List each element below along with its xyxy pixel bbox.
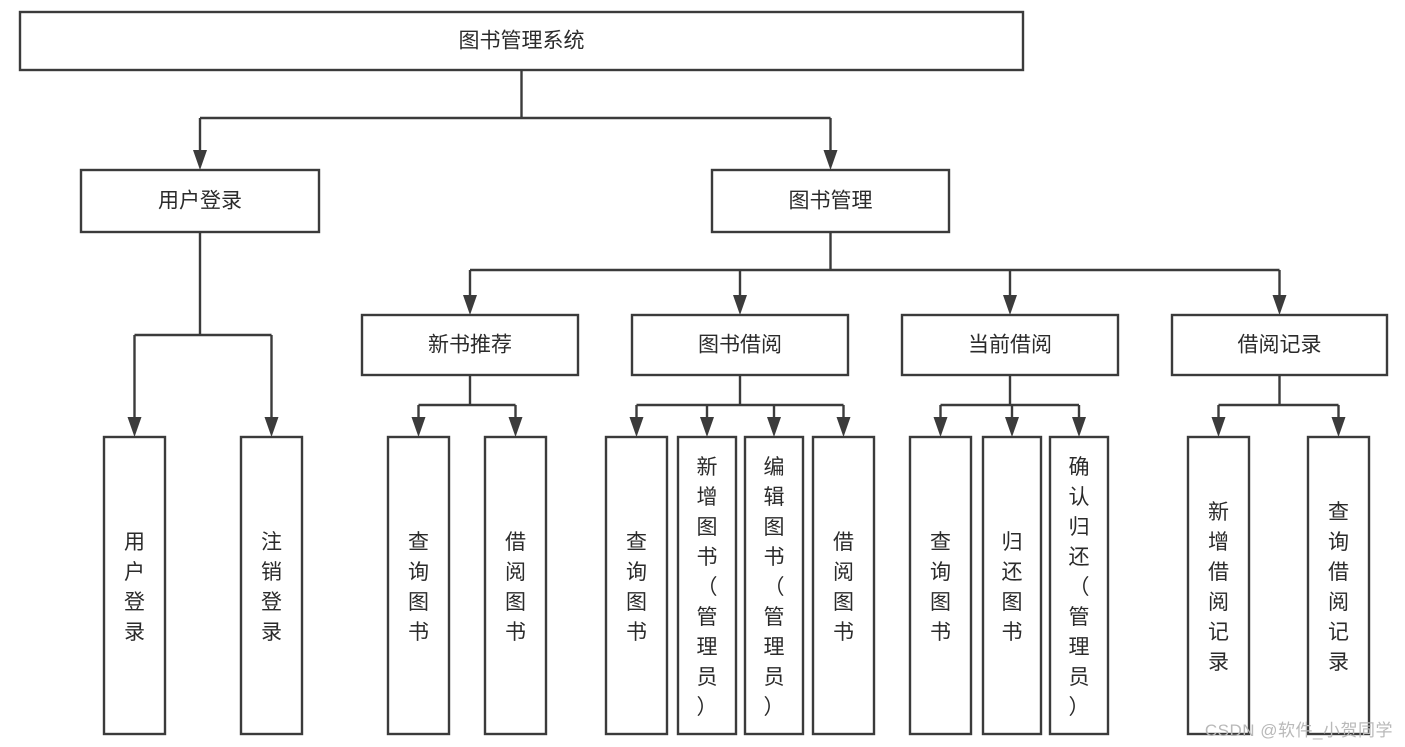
node-box [743,435,805,736]
node-leaf-新增借阅记录[interactable]: 新增借阅记录 [1186,435,1251,736]
node-box [1186,435,1251,736]
node-leaf-归还图书[interactable]: 归还图书 [981,435,1043,736]
node-box [630,313,850,377]
node-leaf-查询图书[interactable]: 查询图书 [386,435,451,736]
node-box [604,435,669,736]
node-leaf-编辑图书管理员[interactable]: 编辑图书（管理员） [743,435,805,736]
node-label: 图书管理系统 [459,30,585,53]
arrow-head-icon [127,417,142,437]
connectors-layer [127,70,1346,437]
node-leaf-借阅图书[interactable]: 借阅图书 [483,435,548,736]
node-level3-当前借阅[interactable]: 当前借阅 [900,313,1120,377]
connector-tushujieyue-to-leaves [629,375,851,437]
node-leaf-借阅图书[interactable]: 借阅图书 [811,435,876,736]
arrow-head-icon [836,417,851,437]
arrow-head-icon [700,417,714,437]
node-root-图书管理系统[interactable]: 图书管理系统 [18,10,1025,72]
connector-tushuguanli-to-level3 [463,232,1287,315]
arrow-head-icon [1072,417,1086,437]
arrow-head-icon [1211,417,1226,437]
arrow-head-icon [933,417,948,437]
node-label: 图书管理 [789,190,873,213]
node-label: 归还图书 [1002,531,1023,644]
arrow-head-icon [733,295,747,315]
node-label: 借阅记录 [1238,334,1322,357]
node-label: 新增图书（管理员） [697,456,718,719]
node-label: 确认归还（管理员） [1069,456,1090,719]
arrow-head-icon [264,417,279,437]
node-label: 新增借阅记录 [1208,501,1229,674]
node-box [386,435,451,736]
connector-dangqianjieyue-to-leaves [933,375,1086,437]
node-box [710,168,951,234]
node-label: 用户登录 [124,531,145,644]
node-label: 借阅图书 [505,531,526,644]
node-level2-图书管理[interactable]: 图书管理 [710,168,951,234]
node-label: 图书借阅 [698,334,782,357]
nodes-layer: 图书管理系统用户登录图书管理新书推荐图书借阅当前借阅借阅记录用户登录注销登录查询… [18,10,1389,736]
arrow-head-icon [508,417,523,437]
node-label: 借阅图书 [833,531,854,644]
node-box [79,168,321,234]
node-leaf-确认归还管理员[interactable]: 确认归还（管理员） [1048,435,1110,736]
node-leaf-用户登录[interactable]: 用户登录 [102,435,167,736]
node-label: 编辑图书（管理员） [764,456,785,719]
node-leaf-查询图书[interactable]: 查询图书 [908,435,973,736]
arrow-head-icon [1272,295,1287,315]
node-box [360,313,580,377]
node-label: 查询图书 [408,531,429,644]
node-box [908,435,973,736]
node-level3-图书借阅[interactable]: 图书借阅 [630,313,850,377]
arrow-head-icon [629,417,644,437]
node-label: 查询图书 [626,531,647,644]
node-level2-用户登录[interactable]: 用户登录 [79,168,321,234]
connector-xinshutuijian-to-leaves [411,375,523,437]
node-level3-借阅记录[interactable]: 借阅记录 [1170,313,1389,377]
node-box [811,435,876,736]
watermark-text: CSDN @软件_小贺同学 [1204,721,1393,740]
node-label: 新书推荐 [428,334,512,357]
node-leaf-新增图书管理员[interactable]: 新增图书（管理员） [676,435,738,736]
arrow-head-icon [463,295,477,315]
node-box [981,435,1043,736]
arrow-head-icon [411,417,426,437]
node-box [102,435,167,736]
node-leaf-注销登录[interactable]: 注销登录 [239,435,304,736]
node-label: 当前借阅 [968,334,1052,357]
connector-root-to-level2 [193,70,838,170]
node-leaf-查询借阅记录[interactable]: 查询借阅记录 [1306,435,1371,736]
node-label: 注销登录 [261,531,282,644]
arrow-head-icon [823,150,838,170]
arrow-head-icon [767,417,781,437]
connector-yonghudenglu-to-leaves [127,232,279,437]
node-box [1170,313,1389,377]
node-leaf-查询图书[interactable]: 查询图书 [604,435,669,736]
arrow-head-icon [1003,295,1017,315]
arrow-head-icon [1331,417,1346,437]
connector-jieyuejilu-to-leaves [1211,375,1346,437]
node-label: 查询借阅记录 [1328,501,1349,674]
node-level3-新书推荐[interactable]: 新书推荐 [360,313,580,377]
node-box [1306,435,1371,736]
arrow-head-icon [193,150,207,170]
node-box [18,10,1025,72]
node-box [900,313,1120,377]
node-box [239,435,304,736]
node-box [676,435,738,736]
arrow-head-icon [1005,417,1019,437]
node-label: 查询图书 [930,531,951,644]
node-box [1048,435,1110,736]
node-label: 用户登录 [158,190,242,213]
node-box [483,435,548,736]
